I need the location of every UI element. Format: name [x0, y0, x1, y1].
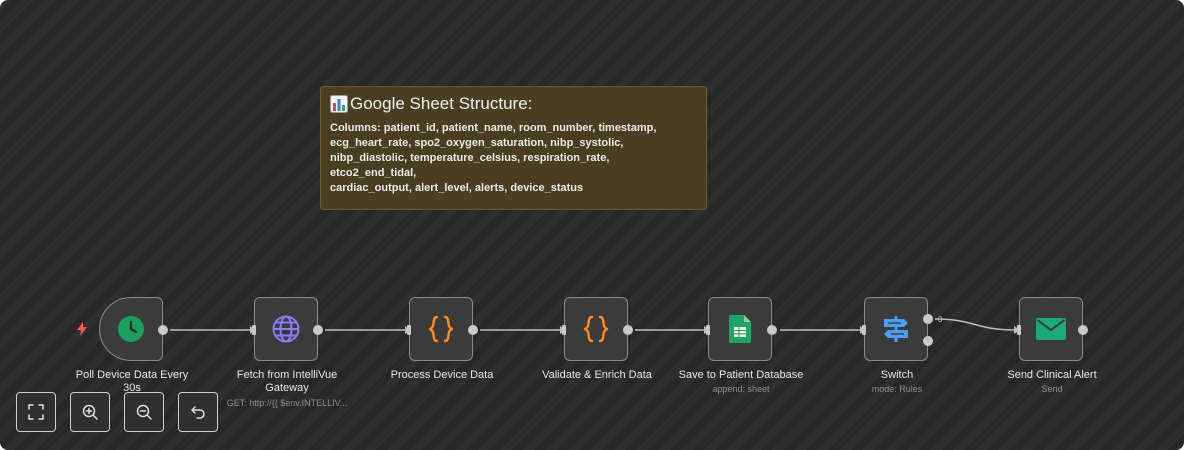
output-port[interactable]	[767, 325, 777, 335]
node-label: Fetch from IntelliVue Gateway	[212, 369, 362, 395]
node-label-line: 30s	[123, 382, 141, 394]
node-label: Send Clinical Alert	[977, 369, 1127, 382]
sticky-note[interactable]: Google Sheet Structure: Columns: patient…	[320, 86, 707, 210]
switch-output-label: 0	[938, 315, 943, 324]
node-process-device-data[interactable]	[407, 297, 478, 361]
zoom-out-icon	[136, 404, 152, 420]
trigger-bolt-icon	[77, 322, 87, 336]
node-subtitle: mode: Rules	[871, 384, 923, 394]
node-fetch-intellivue[interactable]	[252, 297, 323, 361]
zoom-in-icon	[82, 404, 98, 420]
output-port[interactable]	[313, 325, 323, 335]
code-braces-icon	[428, 315, 454, 343]
fullscreen-icon	[28, 404, 44, 420]
node-validate-enrich-data[interactable]	[562, 297, 633, 361]
output-port[interactable]	[1078, 325, 1088, 335]
node-send-clinical-alert[interactable]	[1017, 297, 1088, 361]
reset-zoom-button[interactable]	[178, 392, 218, 432]
sticky-note-body: Columns: patient_id, patient_name, room_…	[330, 121, 697, 196]
node-label-line: Fetch from IntelliVue	[236, 369, 338, 381]
connection-switch-alert	[934, 318, 1016, 331]
input-port[interactable]	[862, 325, 866, 335]
node-label-line: Gateway	[265, 382, 309, 394]
output-port[interactable]	[158, 325, 168, 335]
output-port-1[interactable]	[923, 336, 933, 346]
sticky-note-line: nibp_diastolic, temperature_celsius, res…	[330, 152, 610, 179]
node-label-line: Poll Device Data Every	[75, 369, 189, 381]
input-port[interactable]	[252, 325, 256, 335]
node-subtitle: append: sheet	[712, 384, 770, 394]
output-port-0[interactable]	[923, 314, 933, 324]
sticky-note-title: Google Sheet Structure:	[330, 93, 697, 115]
node-label-line: Switch	[880, 369, 914, 381]
code-braces-icon	[583, 315, 609, 343]
undo-icon	[191, 406, 205, 419]
input-port[interactable]	[706, 325, 710, 335]
node-label: Switch	[822, 369, 972, 382]
node-label-line: Validate & Enrich Data	[542, 369, 652, 381]
node-label-line: Save to Patient Database	[678, 369, 804, 381]
google-sheets-icon	[729, 315, 751, 343]
output-port[interactable]	[623, 325, 633, 335]
node-label-line: Send Clinical Alert	[1007, 369, 1097, 381]
node-poll-device-data[interactable]	[99, 297, 168, 361]
node-switch[interactable]	[862, 297, 933, 361]
node-save-patient-database[interactable]	[706, 297, 777, 361]
signpost-icon	[884, 316, 908, 342]
node-label-line: Process Device Data	[390, 369, 494, 381]
fit-view-button[interactable]	[16, 392, 56, 432]
node-subtitle: Send	[1041, 384, 1063, 394]
node-label: Poll Device Data Every 30s	[57, 369, 207, 395]
node-label: Validate & Enrich Data	[522, 369, 672, 382]
sticky-note-line: cardiac_output, alert_level, alerts, dev…	[330, 182, 584, 194]
sticky-note-line: ecg_heart_rate, spo2_oxygen_saturation, …	[330, 137, 624, 149]
node-subtitle: GET: http://{{ $env.INTELLIV...	[226, 398, 348, 408]
zoom-in-button[interactable]	[70, 392, 110, 432]
sticky-note-title-text: Google Sheet Structure:	[350, 94, 533, 113]
node-label: Save to Patient Database	[666, 369, 816, 382]
clock-icon	[118, 316, 144, 342]
input-port[interactable]	[562, 325, 566, 335]
input-port[interactable]	[1017, 325, 1021, 335]
output-port[interactable]	[468, 325, 478, 335]
sticky-note-line: Columns: patient_id, patient_name, room_…	[330, 122, 657, 134]
node-label: Process Device Data	[367, 369, 517, 382]
zoom-out-button[interactable]	[124, 392, 164, 432]
globe-icon	[272, 315, 300, 343]
input-port[interactable]	[407, 325, 411, 335]
bar-chart-icon	[330, 95, 348, 113]
envelope-icon	[1036, 318, 1066, 340]
